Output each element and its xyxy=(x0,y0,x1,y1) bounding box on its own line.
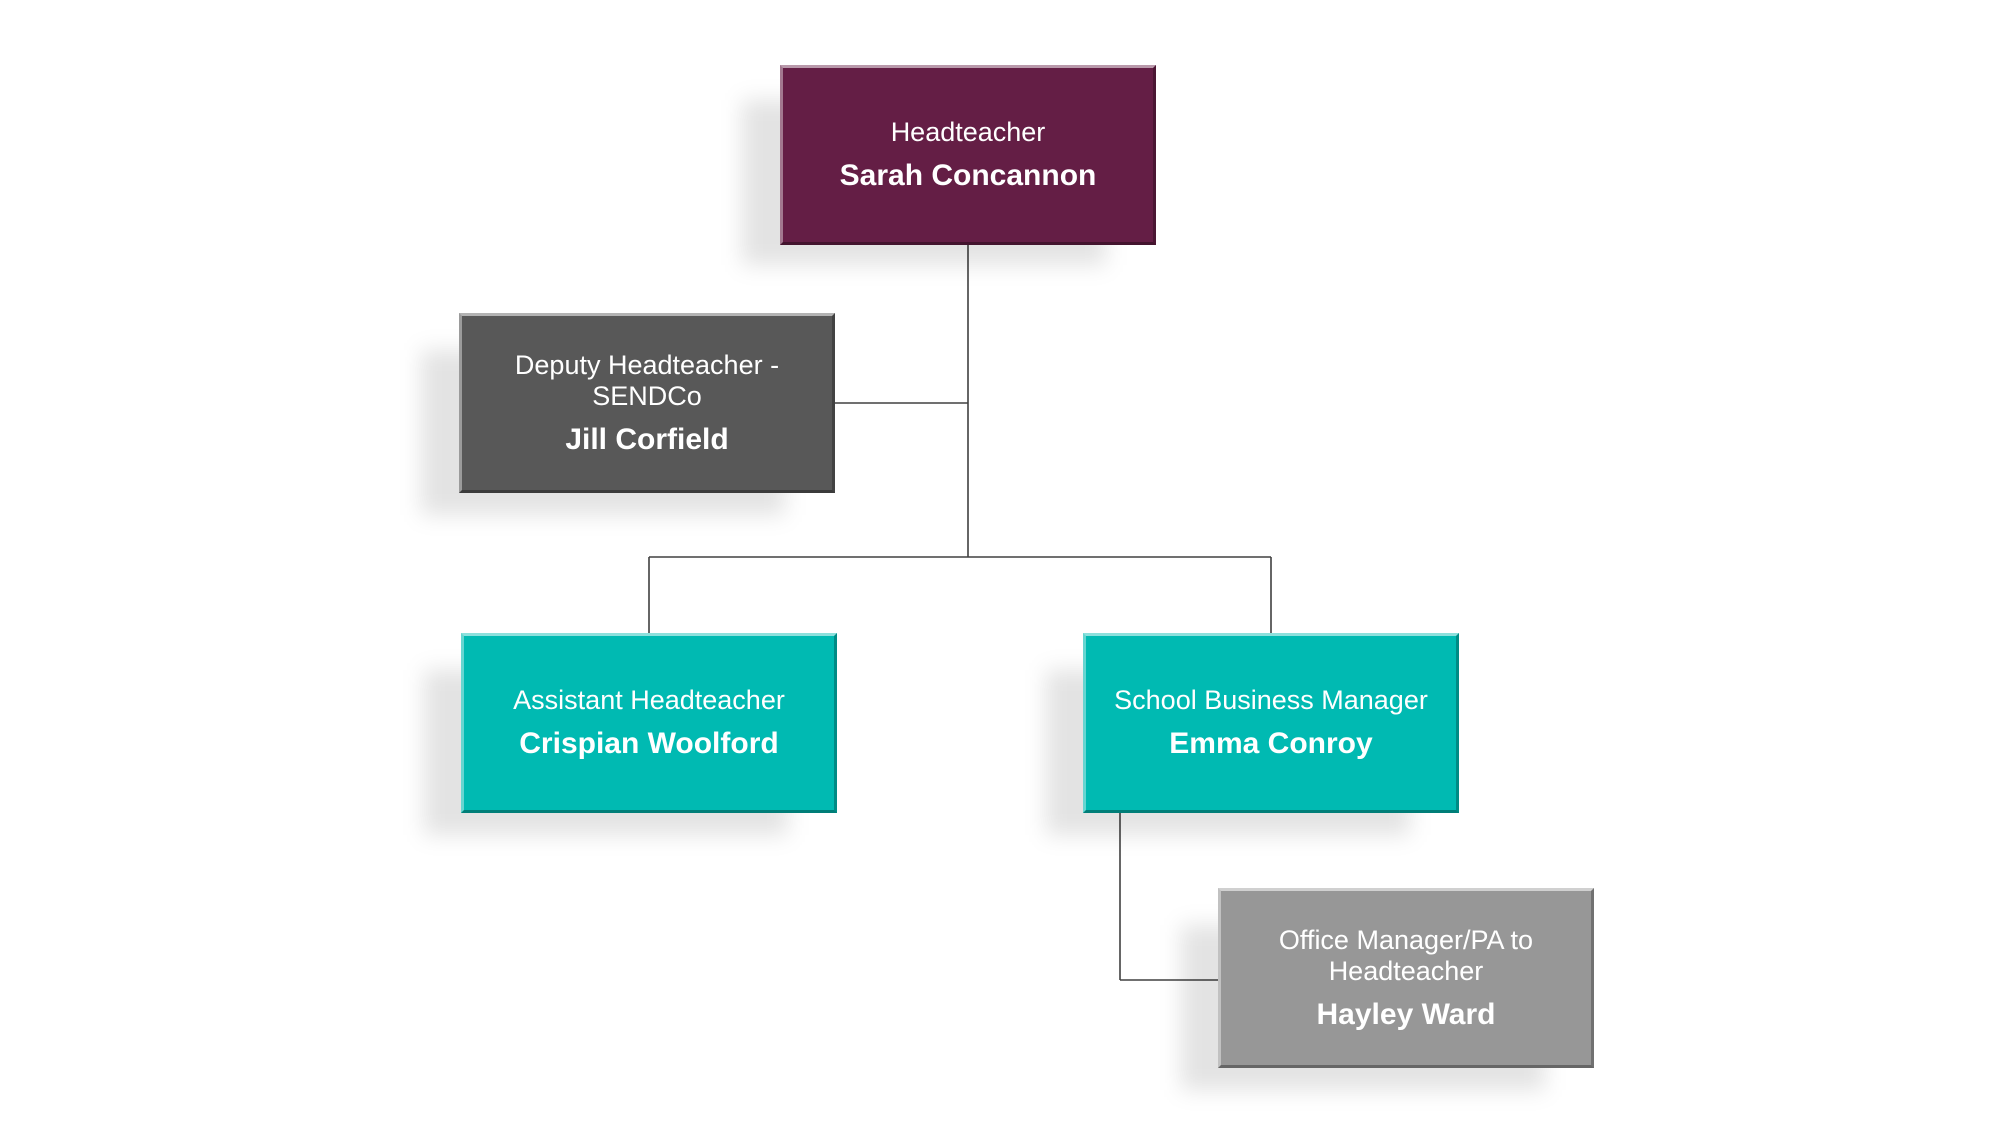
node-office-manager-name: Hayley Ward xyxy=(1316,997,1496,1031)
node-office-manager-role: Office Manager/PA to Headteacher xyxy=(1278,924,1534,986)
node-assistant-headteacher-role: Assistant Headteacher xyxy=(513,685,785,715)
node-assistant-headteacher-name: Crispian Woolford xyxy=(519,727,779,760)
node-deputy-headteacher-name: Jill Corfield xyxy=(565,422,729,456)
node-headteacher-name: Sarah Concannon xyxy=(839,159,1097,192)
node-assistant-headteacher[interactable]: Assistant Headteacher Crispian Woolford xyxy=(461,633,837,813)
node-school-business-manager-name: Emma Conroy xyxy=(1169,727,1373,760)
node-office-manager[interactable]: Office Manager/PA to Headteacher Hayley … xyxy=(1218,888,1594,1068)
node-deputy-headteacher-role: Deputy Headteacher - SENDCo xyxy=(514,349,780,411)
node-school-business-manager-role: School Business Manager xyxy=(1114,685,1428,715)
node-school-business-manager[interactable]: School Business Manager Emma Conroy xyxy=(1083,633,1459,813)
node-deputy-headteacher[interactable]: Deputy Headteacher - SENDCo Jill Corfiel… xyxy=(459,313,835,493)
node-headteacher-role: Headteacher xyxy=(890,117,1046,147)
node-headteacher[interactable]: Headteacher Sarah Concannon xyxy=(780,65,1156,245)
